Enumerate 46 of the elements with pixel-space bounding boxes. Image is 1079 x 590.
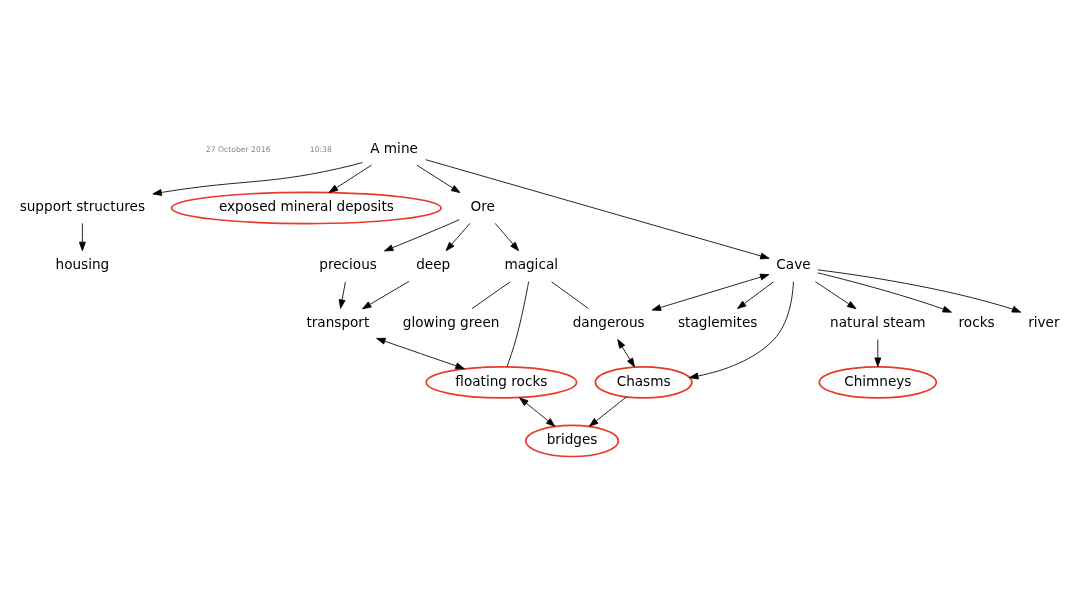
arrow — [328, 164, 372, 193]
arrow — [494, 222, 519, 251]
arrow — [519, 396, 556, 427]
node-ellipse: Chasms — [594, 365, 693, 399]
connector — [471, 280, 511, 309]
arrow — [737, 280, 774, 309]
arrow — [817, 271, 952, 313]
arrow — [416, 164, 461, 193]
node-text: river — [1028, 313, 1060, 330]
node-text: dangerous — [572, 313, 645, 330]
node-text: Ore — [470, 197, 495, 214]
node-text: precious — [319, 255, 377, 272]
node-text: natural steam — [830, 313, 926, 330]
label: 10:38 — [309, 144, 332, 154]
node-ellipse: floating rocks — [425, 365, 578, 399]
arrow — [338, 280, 346, 309]
connector — [506, 280, 530, 367]
arrow — [651, 273, 770, 311]
node-text: housing — [55, 255, 110, 272]
node-text: A mine — [370, 139, 418, 156]
arrow — [78, 222, 86, 251]
arrow — [376, 337, 465, 369]
arrow — [362, 280, 410, 309]
arrow — [384, 218, 460, 251]
arrow — [425, 158, 770, 259]
node-text: glowing green — [402, 313, 500, 330]
node-text: magical — [504, 255, 559, 272]
arrow — [817, 268, 1022, 313]
arrow — [874, 338, 882, 367]
node-text: rocks — [958, 313, 995, 330]
node-text: staglemites — [678, 313, 758, 330]
node-text: Cave — [776, 255, 811, 272]
arrow — [689, 280, 794, 379]
node-ellipse: exposed mineral deposits — [170, 191, 442, 224]
arrow — [815, 280, 857, 309]
label: 27 October 2016 — [205, 144, 271, 154]
arrow — [445, 222, 471, 251]
node-text: support structures — [19, 197, 146, 214]
connector — [551, 280, 589, 309]
node-text: transport — [306, 313, 370, 330]
arrow — [617, 338, 635, 367]
node-ellipse: Chimneys — [818, 365, 938, 399]
arrow — [152, 161, 363, 196]
node-ellipse: bridges — [524, 424, 620, 457]
node-text: deep — [416, 255, 451, 272]
arrow — [589, 396, 627, 427]
